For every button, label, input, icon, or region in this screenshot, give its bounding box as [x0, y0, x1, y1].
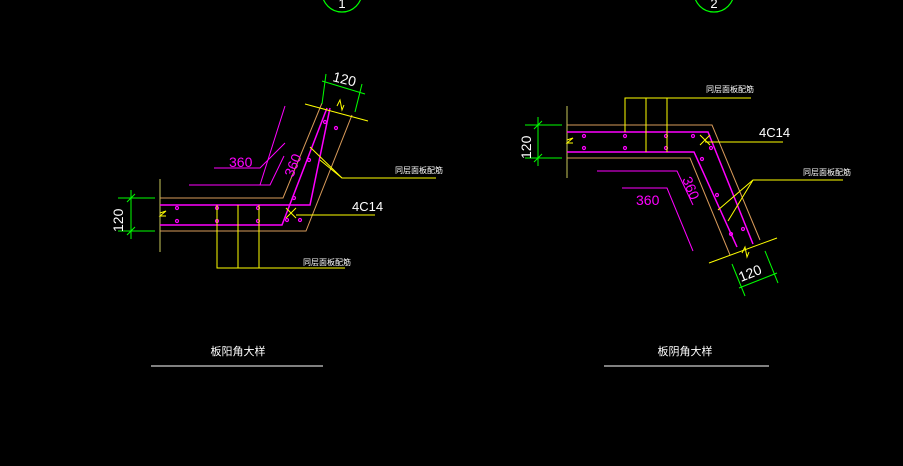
detail-marker-2: 2: [695, 0, 733, 13]
bar-length-1a: 360: [229, 154, 253, 170]
detail-number-1: 1: [338, 0, 345, 11]
dim-horizontal-2: 120: [518, 135, 534, 159]
corner-bars-label-1: 4C14: [352, 199, 383, 214]
bar-length-2a: 360: [636, 192, 660, 208]
detail-1-convex-corner: 120 120 360 360 4C14 同层面板配筋 同层面板配筋 板阳角大样: [110, 68, 443, 367]
bar-length-2b: 360: [679, 174, 703, 202]
note-upper-1: 同层面板配筋: [395, 165, 443, 175]
note-lower-1: 同层面板配筋: [303, 257, 351, 267]
dim-inclined-2: 120: [736, 261, 764, 285]
detail-number-2: 2: [710, 0, 717, 11]
dim-horizontal-1: 120: [110, 208, 126, 232]
note-upper-2: 同层面板配筋: [706, 84, 754, 94]
detail-2-concave-corner: 120 120 360 360 4C14 同层面板配筋 同层面板配筋 板阴角大样: [518, 84, 851, 367]
dim-inclined-1: 120: [331, 68, 358, 89]
corner-bars-label-2: 4C14: [759, 125, 790, 140]
detail-title-2: 板阴角大样: [658, 344, 713, 358]
detail-title-1: 板阳角大样: [211, 344, 266, 358]
note-lower-2: 同层面板配筋: [803, 167, 851, 177]
detail-marker-1: 1: [323, 0, 361, 13]
